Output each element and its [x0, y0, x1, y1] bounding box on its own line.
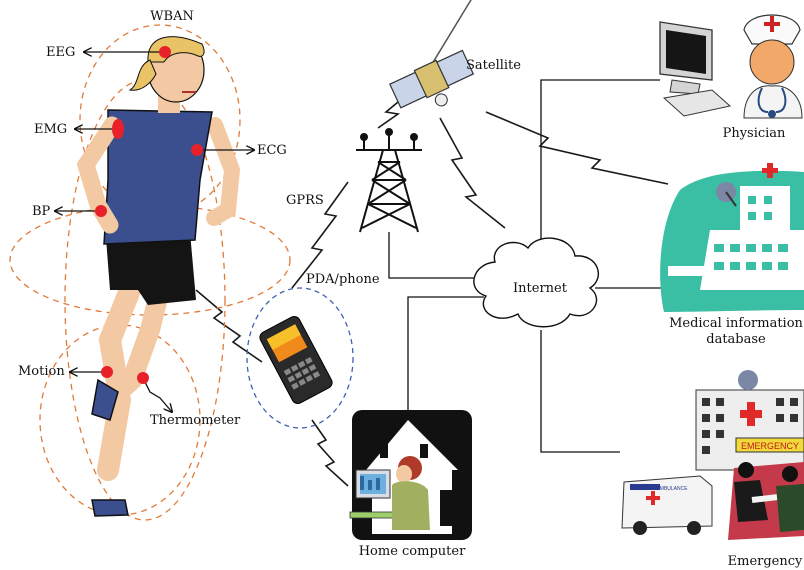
bolt-satellite-tower	[377, 96, 405, 129]
bolt-satellite-database	[485, 111, 669, 185]
sensor-eeg	[159, 46, 171, 58]
emergency-hospital-icon: EMERGENCY	[695, 370, 804, 471]
emg-label: EMG	[34, 122, 68, 137]
emergency-label: Emergency	[727, 554, 803, 569]
wban-label: WBAN	[150, 9, 194, 24]
sensor-ecg	[191, 144, 203, 156]
satellite-label: Satellite	[466, 58, 521, 73]
runner-figure	[76, 36, 241, 517]
medical-database-label-line2: database	[706, 332, 766, 347]
ambulance-sign-text: AMBULANCE	[656, 486, 688, 492]
pda-phone-icon	[246, 287, 354, 429]
gprs-tower-icon	[356, 128, 422, 233]
eeg-label: EEG	[46, 45, 76, 60]
sensor-thermometer	[137, 372, 149, 384]
network-links	[388, 79, 665, 453]
thermometer-label: Thermometer	[150, 413, 241, 428]
satellite-icon	[389, 0, 476, 109]
physician-computer-icon	[659, 21, 732, 117]
home-computer-icon	[349, 410, 472, 540]
sensor-bp	[95, 205, 107, 217]
medical-database-icon	[660, 163, 804, 312]
internet-label: Internet	[513, 281, 567, 296]
emergency-sign-text: EMERGENCY	[741, 441, 799, 451]
bolt-tower-phone	[291, 181, 349, 289]
link-home-internet	[407, 296, 484, 412]
physician-icon	[743, 14, 803, 119]
sensor-motion	[101, 366, 113, 378]
medical-database-label-line1: Medical information	[669, 316, 803, 331]
bolt-satellite-internet	[439, 117, 506, 229]
link-physician-internet	[540, 79, 660, 243]
bolt-phone-home	[311, 419, 349, 487]
pda-phone-label: PDA/phone	[306, 272, 380, 287]
sensor-emg	[112, 119, 124, 139]
link-emergency-internet	[540, 330, 620, 453]
gprs-label: GPRS	[286, 193, 324, 208]
ambulance-icon: AMBULANCE	[621, 475, 713, 535]
link-tower-internet	[388, 232, 478, 279]
body-sensors	[95, 46, 203, 384]
emergency-staff-icon	[728, 462, 804, 540]
motion-label: Motion	[18, 364, 65, 379]
bolt-runner-phone	[195, 289, 263, 363]
bp-label: BP	[32, 204, 51, 219]
internet-cloud-icon	[473, 237, 600, 328]
sensor-arrows	[55, 52, 254, 412]
physician-label: Physician	[722, 126, 786, 141]
ecg-label: ECG	[257, 143, 287, 158]
wireless-bolts	[195, 96, 669, 487]
home-computer-label: Home computer	[358, 544, 466, 559]
